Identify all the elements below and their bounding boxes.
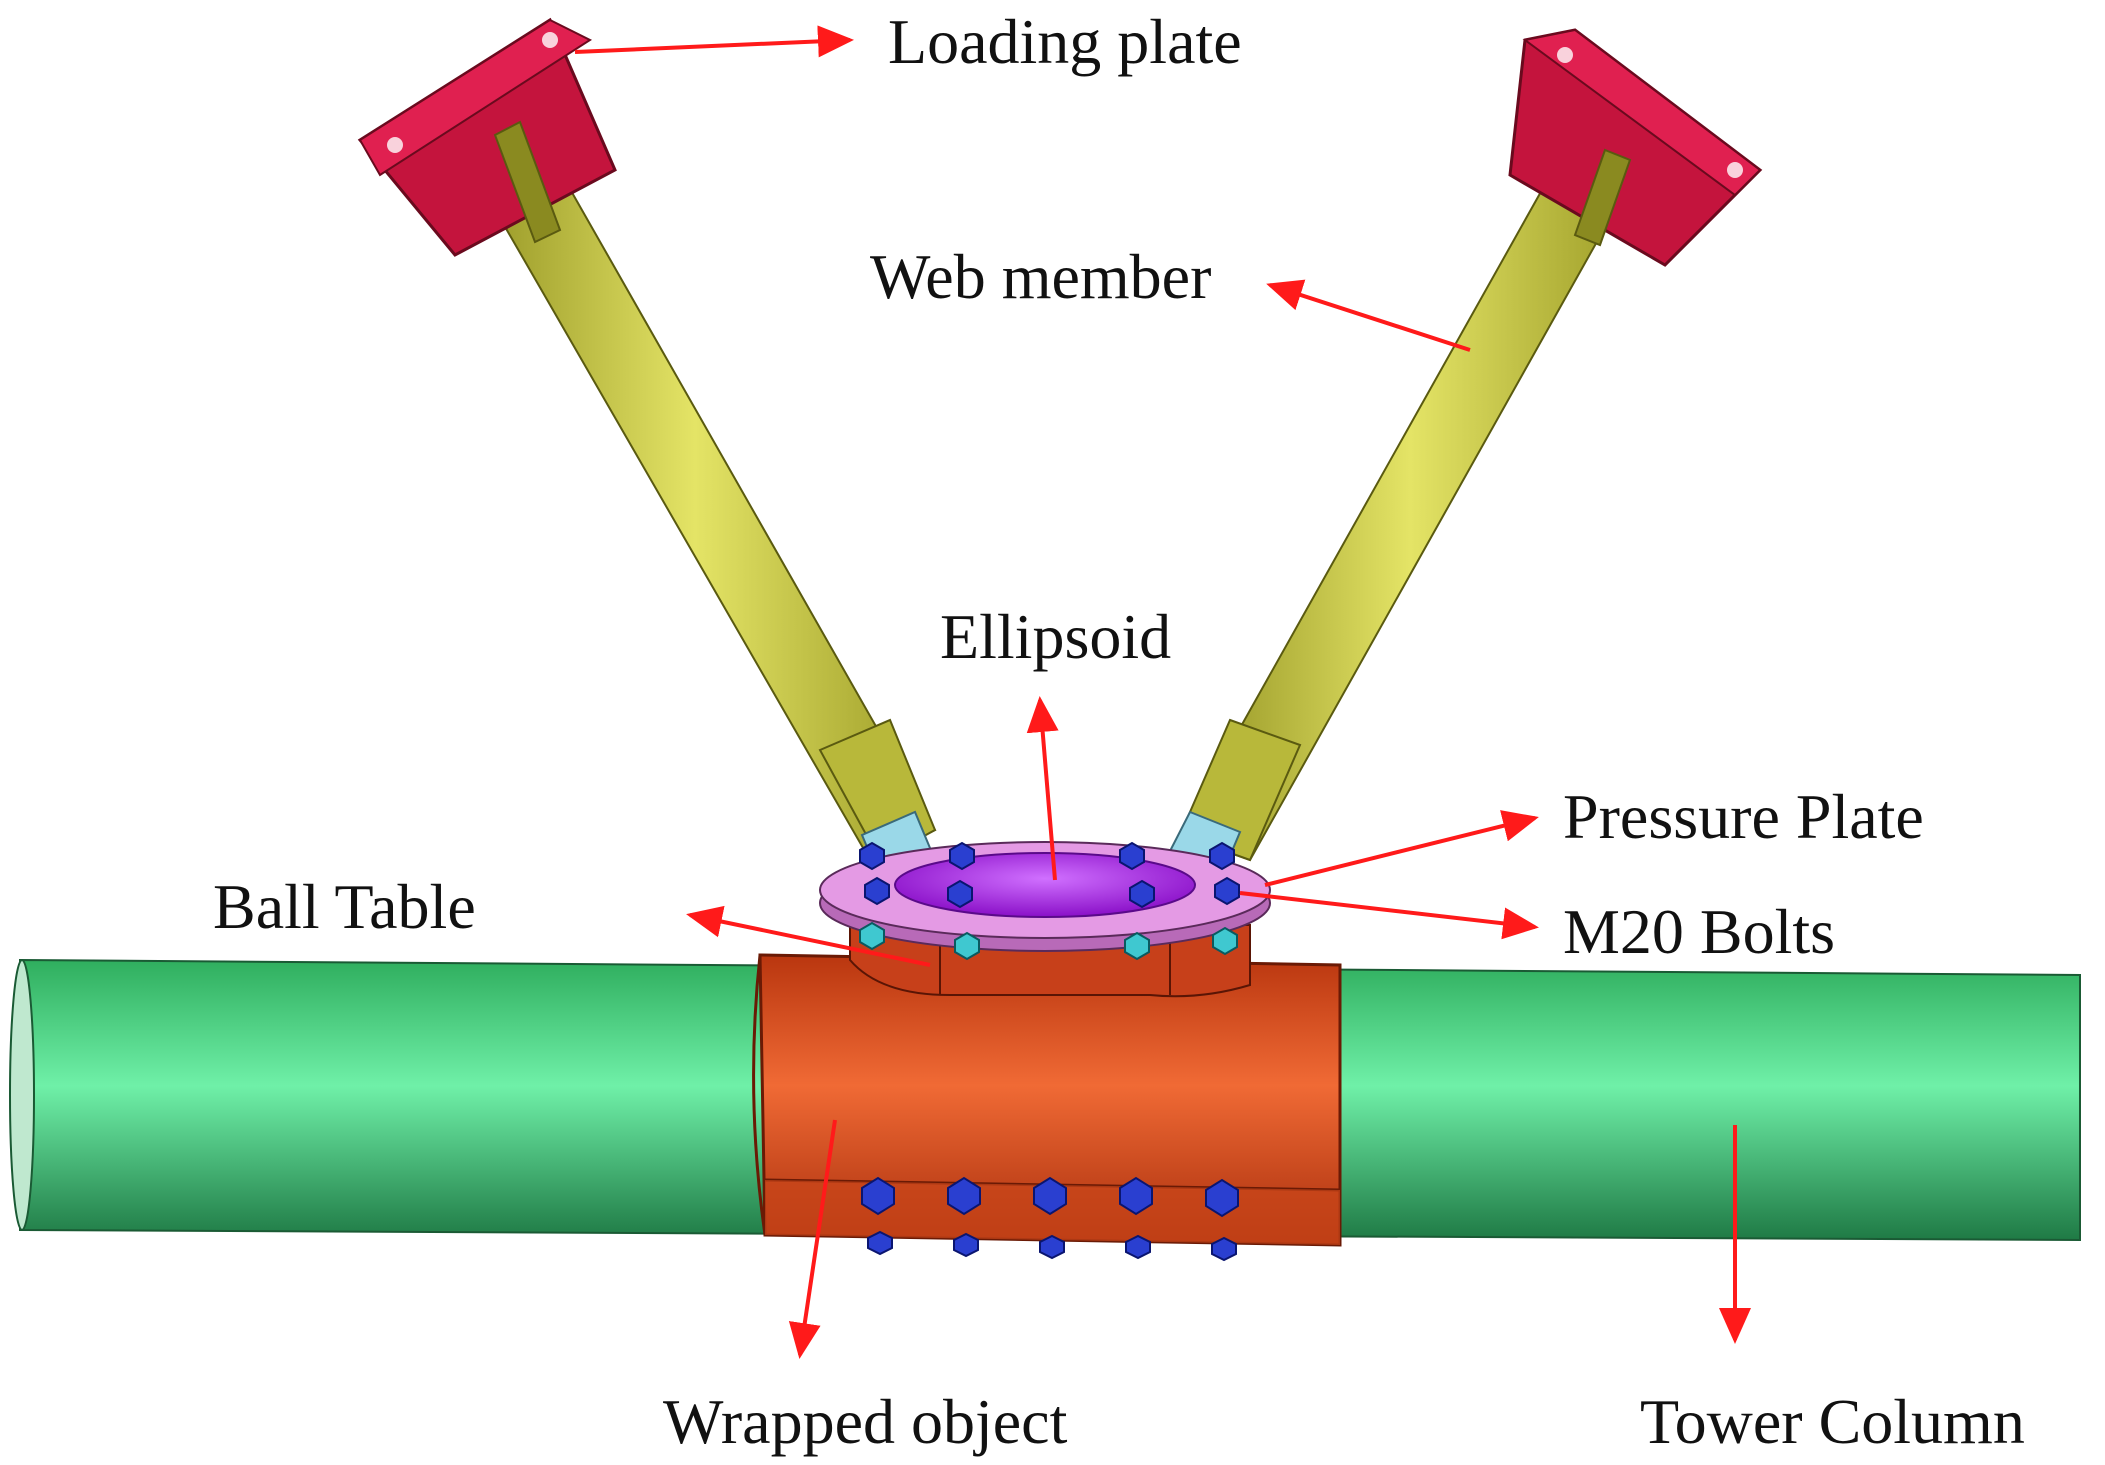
arrow-web-member xyxy=(1266,279,1471,352)
arrow-ellipsoid xyxy=(1026,696,1059,881)
label-m20-bolts: M20 Bolts xyxy=(1563,896,1836,967)
nuts-under-plate xyxy=(859,921,1238,961)
arrow-loading-plate xyxy=(574,25,854,58)
web-member-right xyxy=(1166,138,1642,877)
label-ball-table: Ball Table xyxy=(213,871,476,942)
web-member-left xyxy=(453,108,937,880)
loading-plate-right xyxy=(1508,28,1763,267)
arrow-m20-bolts xyxy=(1239,891,1539,940)
arrow-wrapped-object xyxy=(788,1119,837,1359)
label-loading-plate: Loading plate xyxy=(888,6,1242,77)
arrow-ball-table xyxy=(686,905,931,967)
wrapped-object xyxy=(752,953,1342,1247)
label-wrapped-object: Wrapped object xyxy=(663,1386,1068,1457)
arrow-pressure-plate xyxy=(1264,810,1539,887)
label-web-member: Web member xyxy=(870,241,1212,312)
label-pressure-plate: Pressure Plate xyxy=(1563,781,1924,852)
loading-plate-left xyxy=(357,17,617,257)
m20-bolts-bottom xyxy=(861,1176,1239,1262)
m20-bolts-top xyxy=(859,841,1240,909)
leader-arrows xyxy=(574,25,1751,1359)
label-tower-column: Tower Column xyxy=(1640,1386,2025,1457)
label-ellipsoid: Ellipsoid xyxy=(940,601,1172,672)
